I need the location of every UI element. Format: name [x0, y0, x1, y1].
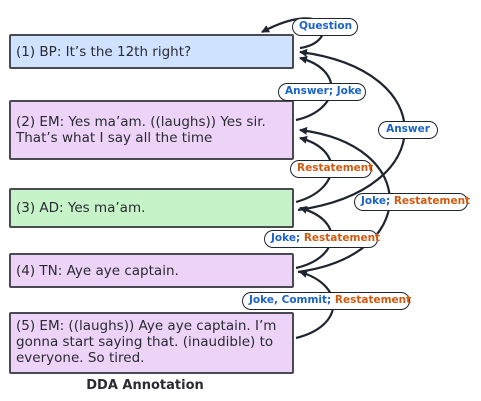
label-answer-joke: Answer; Joke [278, 83, 366, 101]
label-answer-text: Answer [386, 123, 430, 135]
label-restatement-b: Restatement [303, 232, 381, 244]
turn-2-text: (2) EM: Yes ma’am. ((laughs)) Yes sir. T… [16, 114, 266, 146]
label-commit-c: Commit [281, 294, 328, 306]
label-joke-a: Joke [361, 195, 386, 207]
turn-5-box: (5) EM: ((laughs)) Aye aye captain. I’m … [9, 312, 294, 374]
label-answer: Answer [378, 121, 438, 139]
turn-3-text: (3) AD: Yes ma’am. [16, 200, 146, 216]
turn-1-text: (1) BP: It’s the 12th right? [16, 43, 192, 60]
label-restatement-text: Restatement [297, 162, 374, 174]
label-sep-b: ; [295, 232, 304, 244]
label-sep-a: ; [385, 195, 394, 207]
label-answer-joke-text: Answer; Joke [285, 85, 362, 97]
diagram-caption: DDA Annotation [86, 378, 204, 393]
label-question: Question [292, 18, 358, 36]
turn-2-box: (2) EM: Yes ma’am. ((laughs)) Yes sir. T… [9, 100, 294, 160]
label-joke-c: Joke [249, 294, 274, 306]
turn-1-box: (1) BP: It’s the 12th right? [9, 34, 294, 69]
label-question-text: Question [299, 20, 353, 32]
turn-4-box: (4) TN: Aye aye captain. [9, 253, 294, 288]
label-comma-c: , [273, 294, 282, 306]
turn-5-text: (5) EM: ((laughs)) Aye aye captain. I’m … [16, 318, 277, 366]
label-sep-c: ; [327, 294, 335, 306]
label-joke-b: Joke [271, 232, 296, 244]
turn-3-box: (3) AD: Yes ma’am. [9, 188, 294, 228]
label-restatement-a: Restatement [393, 195, 471, 207]
label-joke-commit-restatement: Joke, Commit; Restatement [242, 292, 412, 310]
turn-4-text: (4) TN: Aye aye captain. [16, 262, 179, 279]
label-restatement-c: Restatement [334, 294, 412, 306]
label-joke-restatement-a: Joke; Restatement [354, 193, 471, 211]
label-restatement: Restatement [290, 160, 374, 178]
label-joke-restatement-b: Joke; Restatement [264, 230, 381, 248]
